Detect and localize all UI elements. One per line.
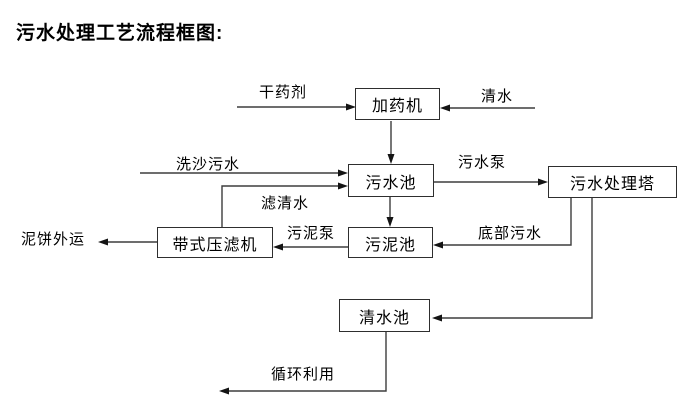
flow-label-dry-chemical: 干药剂	[258, 84, 308, 101]
flow-label-sludge-cake-out: 泥饼外运	[20, 231, 86, 248]
flow-label-sludge-pump: 污泥泵	[286, 225, 336, 242]
arrowhead-sewage-to-sludge	[386, 217, 394, 227]
node-sludge-pool-label: 污泥池	[364, 236, 416, 254]
node-clean-water-pool-label: 清水池	[358, 309, 410, 327]
arrowhead-filtered-water	[338, 182, 348, 190]
arrowhead-recycle	[219, 387, 229, 395]
node-treatment-tower: 污水处理塔	[548, 166, 677, 198]
flow-label-sewage-pump: 污水泵	[457, 154, 507, 171]
node-clean-water-pool: 清水池	[339, 299, 430, 332]
line-bottom-sewage	[442, 198, 572, 246]
line-tower-to-clean-pool	[441, 198, 593, 319]
flow-label-sand-washing-sewage: 洗沙污水	[175, 156, 241, 173]
node-dosing-machine-label: 加药机	[371, 98, 423, 115]
line-recycle	[228, 332, 387, 392]
arrowhead-sludge-cake-out	[98, 238, 108, 246]
arrowhead-sludge-pump	[273, 243, 283, 251]
node-belt-filter-press-label: 带式压滤机	[172, 236, 258, 254]
arrowhead-sewage-pump	[538, 178, 548, 186]
arrowhead-bottom-sewage	[433, 241, 443, 249]
page-title: 污水处理工艺流程框图:	[16, 23, 224, 44]
node-sewage-pool-label: 污水池	[365, 174, 417, 192]
flow-label-clean-water: 清水	[480, 88, 514, 105]
arrowhead-tower-to-clean-pool	[432, 314, 442, 322]
node-sludge-pool: 污泥池	[348, 227, 433, 258]
node-dosing-machine: 加药机	[355, 88, 440, 120]
node-sewage-pool: 污水池	[348, 164, 434, 197]
flow-label-bottom-sewage: 底部污水	[477, 225, 543, 242]
node-treatment-tower-label: 污水处理塔	[569, 176, 655, 193]
line-filtered-water	[221, 185, 339, 227]
flow-label-recycle: 循环利用	[270, 366, 336, 383]
arrowhead-dry-chemical	[346, 103, 356, 111]
node-belt-filter-press: 带式压滤机	[157, 227, 273, 258]
flow-label-filtered-water: 滤清水	[260, 195, 310, 212]
arrowhead-dosing-to-sewage	[387, 154, 395, 164]
arrowhead-clean-water	[440, 104, 450, 112]
arrowhead-sand-sewage	[338, 169, 348, 177]
